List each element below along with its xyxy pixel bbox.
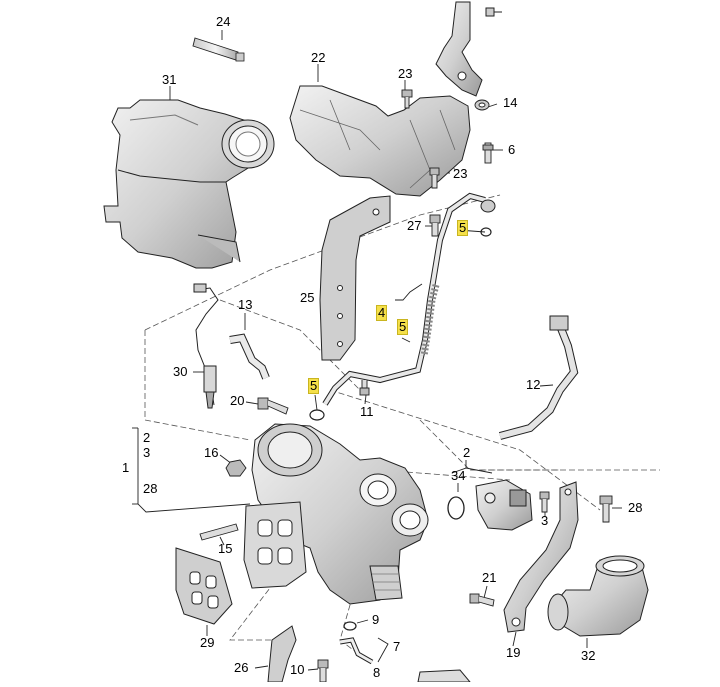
part-19-support-bracket: [503, 481, 579, 633]
part-3-bolt: [539, 491, 550, 513]
callout-5-mid: 5: [396, 319, 409, 335]
callout-25: 25: [300, 290, 315, 305]
part-31-catalytic-converter: [103, 99, 275, 269]
part-32-connection-elbow: [547, 555, 649, 637]
part-15-stud: [199, 523, 239, 541]
part-5-seal-ring-a: [480, 227, 492, 237]
callout-13: 13: [238, 297, 253, 312]
elbow-lower-edge: [417, 669, 472, 683]
part-16-nut: [225, 459, 247, 477]
part-26-bracket: [267, 625, 297, 683]
callout-12: 12: [526, 377, 541, 392]
callout-7: 7: [393, 639, 401, 654]
callout-31: 31: [162, 72, 177, 87]
turbine-flange: [243, 501, 307, 589]
callout-15: 15: [218, 541, 233, 556]
callout-26: 26: [234, 660, 249, 675]
part-23-bolt-b: [429, 167, 440, 189]
part-7-return-line: [339, 637, 374, 665]
callout-4: 4: [375, 305, 388, 321]
part-14-nut: [474, 99, 490, 111]
callout-9: 9: [372, 612, 380, 627]
part-28-bolt: [599, 495, 613, 523]
part-6-stud: [482, 142, 494, 164]
part-29-gasket: [175, 547, 233, 625]
callout-2-right: 2: [463, 445, 471, 460]
part-34-o-ring: [447, 496, 465, 520]
callout-23-mid: 23: [453, 166, 468, 181]
callout-3-left: 3: [143, 445, 151, 460]
callout-10: 10: [290, 662, 305, 677]
part-27-bolt: [429, 214, 441, 237]
callout-23-top: 23: [398, 66, 413, 81]
part-23-bolt-a: [401, 89, 413, 109]
callout-30: 30: [173, 364, 188, 379]
callout-20: 20: [230, 393, 245, 408]
callout-14: 14: [503, 95, 518, 110]
callout-6: 6: [508, 142, 516, 157]
part-20-bolt: [257, 397, 289, 415]
part-22-heat-shield: [289, 85, 471, 197]
part-2-actuator: [475, 479, 533, 531]
part-21-bolt: [469, 593, 495, 607]
callout-11: 11: [360, 404, 374, 419]
callout-3-right: 3: [541, 513, 549, 528]
callout-5-upper: 5: [456, 220, 469, 236]
part-4-oil-supply-pipe: [322, 192, 496, 406]
callout-22: 22: [311, 50, 326, 65]
callout-28-left: 28: [143, 481, 158, 496]
support-bracket-top: [435, 1, 502, 97]
part-30-lambda-sensor: [193, 283, 219, 409]
part-25-shield-plate: [319, 195, 391, 361]
callout-24: 24: [216, 14, 231, 29]
callout-32: 32: [581, 648, 596, 663]
part-24-sealant-tube: [192, 37, 245, 62]
callout-34: 34: [451, 468, 466, 483]
part-13-coolant-pipe: [229, 333, 270, 380]
callout-16: 16: [204, 445, 219, 460]
callout-21: 21: [482, 570, 497, 585]
callout-27: 27: [407, 218, 422, 233]
part-10-bolt: [317, 659, 329, 683]
callout-2-left: 2: [143, 430, 151, 445]
callout-8: 8: [373, 665, 381, 680]
callout-1: 1: [122, 460, 130, 475]
callout-28-right: 28: [628, 500, 643, 515]
part-9-seal-ring: [343, 621, 357, 631]
turbocharger-body: [251, 423, 429, 605]
callout-19: 19: [506, 645, 521, 660]
part-12-coolant-return-pipe: [498, 315, 579, 440]
callout-5-lower: 5: [307, 378, 320, 394]
part-11-bolt: [359, 380, 370, 396]
part-5-seal-ring-b: [309, 409, 325, 421]
callout-29: 29: [200, 635, 215, 650]
